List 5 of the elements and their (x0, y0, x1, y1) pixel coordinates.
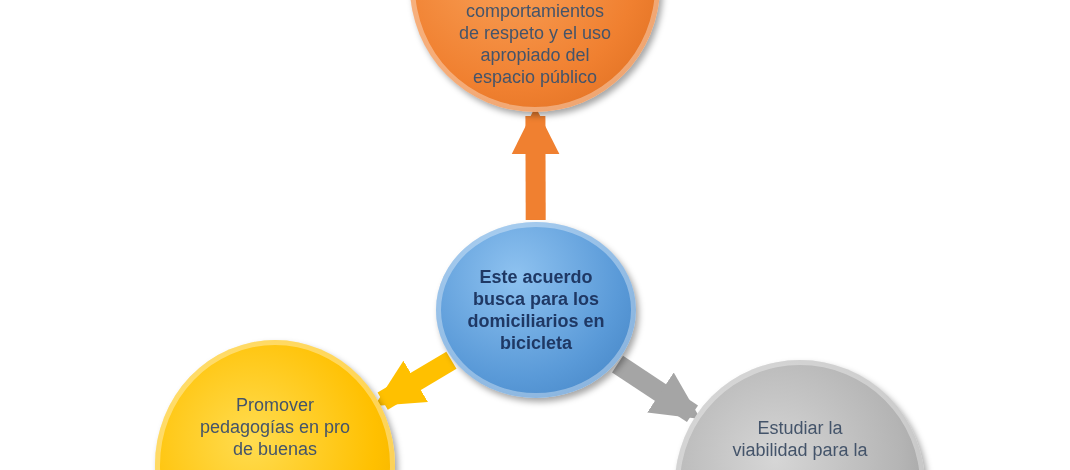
node-text: Este acuerdo busca para los domiciliarios en bicicleta (466, 266, 606, 354)
node-text: Estudiar la viabilidad para la (731, 417, 869, 461)
node-text: Promover pedagogías en pro de buenas (198, 394, 352, 460)
node-text: comportamientos de respeto y el uso apropiado del espacio público (458, 0, 612, 88)
block-arrow (612, 355, 701, 423)
